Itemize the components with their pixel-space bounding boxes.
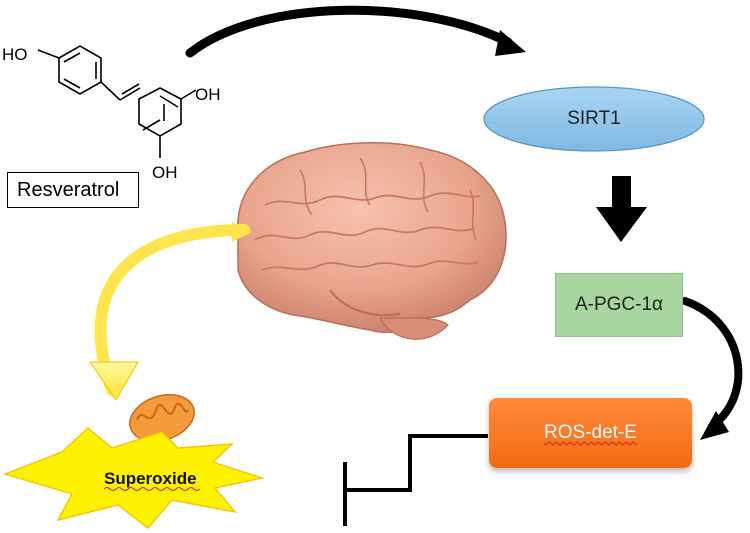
oh-right-label: OH	[195, 85, 221, 104]
arrow-resveratrol-to-sirt1	[185, 5, 526, 58]
sirt1-node-label: SIRT1	[567, 108, 621, 129]
resveratrol-label: Resveratrol	[7, 172, 139, 208]
ho-group-label: HO	[2, 45, 28, 64]
oh-bottom-label: OH	[152, 163, 178, 182]
ros-node: ROS-det-E	[489, 398, 692, 468]
brain-icon	[237, 142, 507, 340]
pgc-node-label: A-PGC-1α	[574, 294, 664, 315]
arrow-pgc-to-ros	[681, 297, 743, 440]
pgc-node: A-PGC-1α	[555, 273, 683, 337]
arrow-sirt1-to-pgc	[596, 176, 647, 242]
inhibition-connector	[343, 434, 488, 526]
resveratrol-structure	[37, 45, 197, 158]
superoxide-burst	[2, 427, 265, 529]
arrow-brain-to-superoxide	[89, 222, 252, 401]
mitochondrion-icon	[129, 393, 195, 443]
sirt1-node-shape	[483, 86, 705, 152]
ros-node-label: ROS-det-E	[544, 422, 637, 443]
